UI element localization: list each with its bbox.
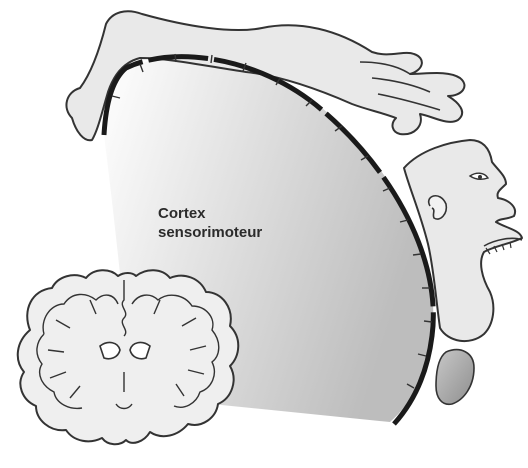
pupil: [478, 175, 482, 179]
diagram-label-sensorimoteur: sensorimoteur: [158, 224, 262, 242]
homunculus-tongue: [436, 350, 474, 405]
brain-coronal-section: [18, 270, 239, 444]
diagram-label-cortex: Cortex: [158, 205, 206, 223]
